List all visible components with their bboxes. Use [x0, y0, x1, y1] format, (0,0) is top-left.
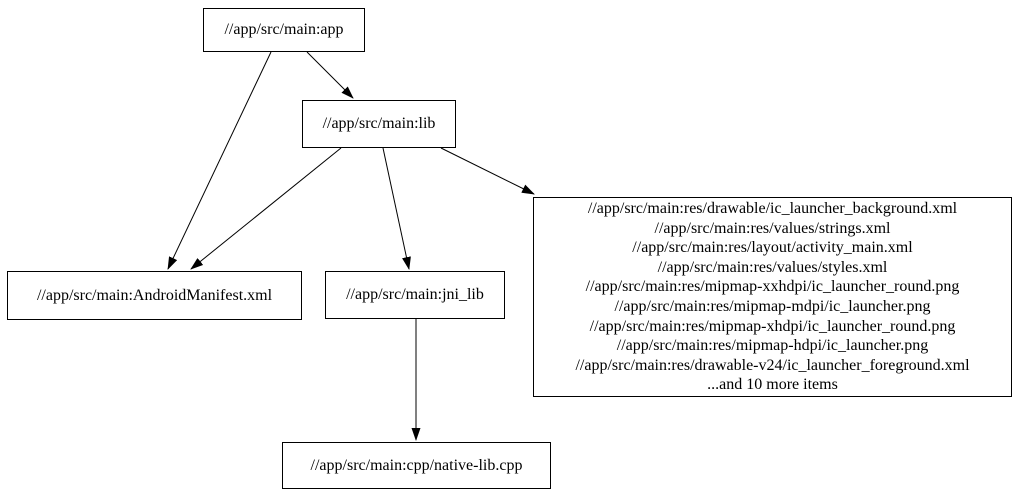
graph-node-res-line: //app/src/main:res/mipmap-mdpi/ic_launch… — [614, 298, 931, 315]
graph-edge-lib-to-jni_lib — [382, 147, 411, 270]
graph-node-android-manifest: //app/src/main:AndroidManifest.xml — [7, 271, 302, 320]
graph-node-res-line: //app/src/main:res/layout/activity_main.… — [632, 239, 913, 257]
graph-node-res-line: //app/src/main:res/mipmap-xxhdpi/ic_laun… — [585, 278, 960, 296]
graph-node-res-line: //app/src/main:res/drawable-v24/ic_launc… — [575, 356, 970, 374]
graph-node-lib-label: //app/src/main:lib — [322, 115, 436, 133]
graph-node-app-label: //app/src/main:app — [224, 21, 344, 39]
graph-node-res-more-items: ...and 10 more items — [707, 376, 838, 394]
graph-node-native-lib-cpp-label: //app/src/main:cpp/native-lib.cpp — [310, 456, 523, 474]
graph-node-android-manifest-label: //app/src/main:AndroidManifest.xml — [36, 286, 273, 304]
graph-node-res-line: //app/src/main:res/mipmap-xhdpi/ic_launc… — [589, 317, 956, 335]
graph-node-jni-lib-label: //app/src/main:jni_lib — [346, 286, 484, 304]
graph-node-res-group: //app/src/main:res/drawable/ic_launcher_… — [533, 197, 1012, 397]
graph-edge-app-to-lib — [306, 51, 354, 99]
graph-node-res-line: //app/src/main:res/mipmap-hdpi/ic_launch… — [616, 337, 929, 355]
graph-node-native-lib-cpp: //app/src/main:cpp/native-lib.cpp — [282, 442, 551, 489]
graph-node-lib: //app/src/main:lib — [302, 100, 456, 148]
graph-edge-lib-to-manifest — [190, 147, 342, 270]
graph-node-res-line: //app/src/main:res/values/strings.xml — [654, 219, 891, 237]
graph-edge-lib-to-res_group — [440, 147, 535, 195]
graph-node-res-line: //app/src/main:res/values/styles.xml — [657, 258, 888, 276]
graph-edge-app-to-manifest — [167, 51, 272, 270]
graph-node-res-line: //app/src/main:res/drawable/ic_launcher_… — [587, 200, 958, 218]
graph-node-jni-lib: //app/src/main:jni_lib — [325, 271, 505, 319]
graph-node-app: //app/src/main:app — [203, 8, 365, 52]
